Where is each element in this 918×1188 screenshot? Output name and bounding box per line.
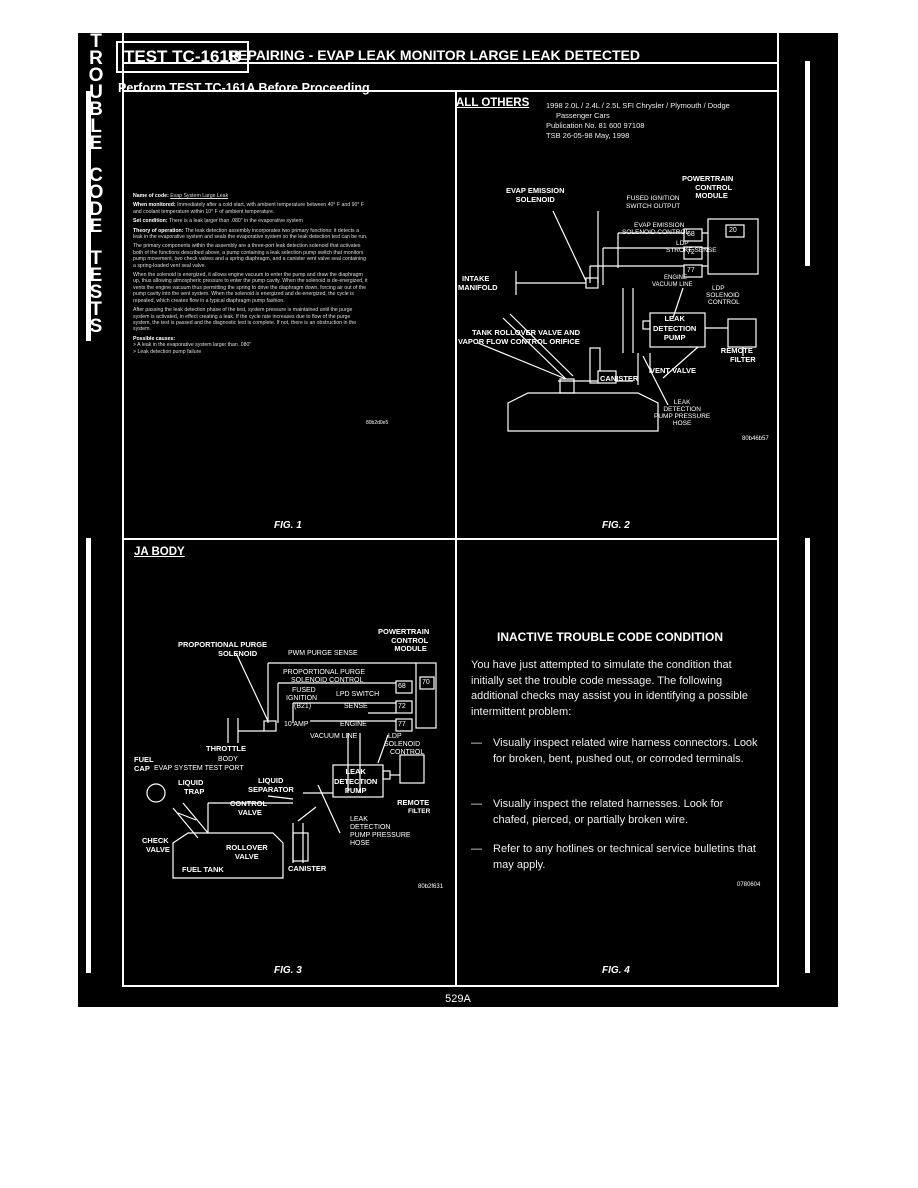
header-rule	[122, 62, 778, 64]
side-label-trouble-code-tests: T R O U B L E C O D E T E S T S	[88, 31, 104, 337]
fig3-pin-68: 68	[398, 683, 406, 690]
inactive-body: You have just attempted to simulate the …	[471, 659, 748, 718]
fig3-canister-label: CANISTER	[288, 864, 327, 873]
fig3-10amp-label: 10 AMP	[284, 721, 309, 728]
fig3-purge-solenoid-label: PROPORTIONAL PURGE SOLENOID	[178, 640, 268, 658]
grid-center	[455, 90, 457, 987]
fig3-engine-label: ENGINE	[340, 721, 367, 728]
test-title: REPAIRING - EVAP LEAK MONITOR LARGE LEAK…	[228, 47, 640, 63]
fig2-evap-solenoid-label: EVAP EMISSION SOLENOID	[506, 186, 565, 204]
fig2-vacuum-line-label: ENGINE VACUUM LINE	[652, 275, 693, 288]
test-subtitle: Perform TEST TC-161A Before Proceeding	[118, 81, 370, 95]
fig3-body-label: BODY	[218, 756, 238, 763]
fig3-throttle-label: THROTTLE	[206, 744, 246, 753]
fig2-pcm-label: POWERTRAIN CONTROL MODULE	[682, 174, 734, 200]
fig3-leak-detection-pump-label: LEAK DETECTION PUMP	[334, 767, 378, 795]
fig4-inactive-condition: INACTIVE TROUBLE CODE CONDITION You have…	[471, 630, 761, 976]
grid-bottom	[122, 985, 778, 987]
fig3-fused-ignition-label: FUSED IGNITION (B21)	[286, 687, 318, 710]
fig3-section-title: JA BODY	[134, 546, 185, 558]
fig2-canister-label: CANISTER	[600, 374, 639, 383]
fig3-pressure-hose-label: LEAK DETECTION PUMP PRESSURE HOSE	[350, 816, 411, 847]
grid-top	[122, 90, 778, 92]
left-edge-bar-top	[86, 91, 91, 341]
fig3-label: FIG. 3	[274, 965, 302, 976]
fig2-section-title: ALL OTHERS	[456, 97, 530, 109]
test-id: TEST TC-161B	[116, 41, 250, 73]
page-number: 529A	[445, 993, 471, 1005]
fig3-control-valve-label: CONTROL VALVE	[230, 799, 268, 817]
right-edge-bar-top	[805, 61, 810, 266]
fig3-code: 80b2f631	[418, 884, 444, 890]
fig3-fuel-tank-label: FUEL TANK	[182, 865, 224, 874]
fig1-label: FIG. 1	[274, 520, 302, 531]
fig3-pin-72: 72	[398, 703, 406, 710]
grid-middle	[122, 538, 778, 540]
fig3-pcm-label: POWERTRAIN CONTROL MODULE	[378, 627, 430, 653]
fig3-lpd-switch-label: LPD SWITCH SENSE	[336, 691, 380, 710]
fig2-remote-filter-label: REMOTE FILTER	[720, 346, 756, 364]
fig1-text-block: Name of code: Evap System Large Leak Whe…	[133, 193, 368, 355]
manual-page: T R O U B L E C O D E T E S T S TEST TC-…	[78, 31, 838, 1007]
fig2-pin-20: 20	[729, 227, 737, 234]
fig2-leak-detection-pump-label: LEAK DETECTION PUMP	[653, 314, 697, 342]
fig2-code: 80b46b57	[742, 436, 769, 442]
fig2-pin-72: 72	[687, 249, 695, 256]
fig2-pin-68: 68	[687, 231, 695, 238]
fig2-pin-77: 77	[687, 267, 695, 274]
publication-info: 1998 2.0L / 2.4L / 2.5L SFI Chrysler / P…	[546, 101, 730, 140]
fig2-vent-valve-label: VENT VALVE	[650, 366, 696, 375]
fig3-check-valve-label: CHECK VALVE	[142, 836, 170, 854]
fig4-label: FIG. 4	[602, 965, 630, 976]
fig3-rollover-valve-label: ROLLOVER VALVE	[226, 843, 268, 861]
grid-right	[777, 33, 779, 987]
fig3-separator-label: LIQUID SEPARATOR	[248, 776, 294, 794]
fig3-pwm-purge-sense-label: PWM PURGE SENSE	[288, 650, 358, 657]
fig2-ldp-solenoid-label: LDP SOLENOID CONTROL	[706, 285, 740, 306]
fig3-cap-label: CAP	[134, 764, 150, 773]
fig3-ldp-solenoid-label: LDP SOLENOID CONTROL	[384, 733, 425, 756]
fig3-purge-control-label: PROPORTIONAL PURGE SOLENOID CONTROL	[283, 669, 366, 684]
fig1-code: 80b2d0e5	[366, 420, 389, 426]
fig2-fused-ignition-label: FUSED IGNITION SWITCH OUTPUT	[626, 195, 681, 210]
test-header: TEST TC-161B REPAIRING - EVAP LEAK MONIT…	[116, 41, 792, 95]
fig3-vacuum-line-label: VACUUM LINE	[310, 733, 358, 740]
fig3-liquid-trap-label: LIQUID TRAP	[178, 778, 205, 796]
fig2-pressure-hose-label: LEAK DETECTION PUMP PRESSURE HOSE	[654, 399, 711, 427]
fig3-test-port-label: EVAP SYSTEM TEST PORT	[154, 765, 244, 772]
fig3-pin-70: 70	[422, 679, 430, 686]
fig2-stroke-sense-label: LDP STROKE SENSE	[666, 240, 717, 254]
fig2-tank-rollover-label: TANK ROLLOVER VALVE AND VAPOR FLOW CONTR…	[458, 328, 581, 346]
fig2-intake-manifold-label: INTAKE MANIFOLD	[458, 274, 498, 292]
grid-left	[122, 33, 124, 987]
fig3-pin-77: 77	[398, 721, 406, 728]
fig3-fuel-label: FUEL	[134, 755, 154, 764]
inactive-title: INACTIVE TROUBLE CODE CONDITION	[497, 630, 724, 644]
fig3-remote-filter-label: REMOTE FILTER	[397, 798, 431, 815]
left-edge-bar-bottom	[86, 538, 91, 973]
right-edge-bar-bottom	[805, 538, 810, 973]
fig2-label: FIG. 2	[602, 520, 630, 531]
fig2-evap-control-label: EVAP EMISSION SOLENOID CONTROL	[622, 222, 690, 236]
fig4-code: 0780604	[737, 882, 761, 888]
